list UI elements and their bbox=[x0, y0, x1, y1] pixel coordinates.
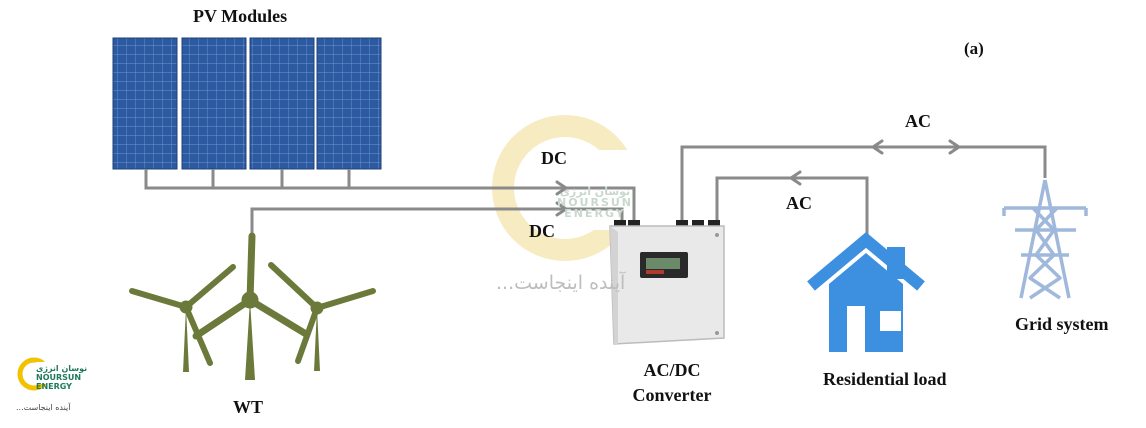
watermark-brand: نوسان انرژی NOURSUN ENERGY bbox=[556, 185, 634, 220]
ac-load-label: AC bbox=[786, 193, 812, 213]
ac-grid-label: AC bbox=[905, 111, 931, 131]
pv-panel-3 bbox=[249, 37, 315, 170]
pv-dc-wire bbox=[144, 169, 636, 222]
grid-ac-wire bbox=[680, 145, 1047, 222]
flow-arrows bbox=[555, 139, 961, 217]
grid-tower-icon bbox=[1002, 179, 1088, 300]
grid-system-label: Grid system bbox=[1015, 314, 1109, 334]
pv-panel-2 bbox=[181, 37, 247, 170]
dc-top-label: DC bbox=[541, 148, 567, 168]
dc-arrow-top bbox=[555, 180, 568, 196]
brand-logo-tagline: آینده اینجاست... bbox=[16, 403, 71, 412]
ac-arrow-load bbox=[789, 170, 802, 186]
wind-turbines bbox=[129, 232, 376, 380]
pv-modules-array bbox=[112, 37, 382, 170]
pv-modules-label: PV Modules bbox=[193, 6, 288, 26]
ac-dc-converter bbox=[609, 220, 725, 345]
brand-logo-mark bbox=[17, 357, 58, 391]
wt-label: WT bbox=[233, 397, 264, 417]
figure-label: (a) bbox=[964, 39, 984, 58]
ac-arrow-grid-right bbox=[948, 139, 961, 155]
pv-panel-1 bbox=[112, 37, 178, 170]
brand-logo-text: نوسان انرژی NOURSUN ENERGY bbox=[36, 364, 88, 391]
residential-load-label: Residential load bbox=[823, 369, 947, 389]
residential-house-icon bbox=[807, 232, 925, 352]
watermark-tagline: آینده اینجاست... bbox=[496, 272, 626, 294]
converter-label: AC/DC Converter bbox=[632, 360, 712, 405]
pv-panel-4 bbox=[316, 37, 382, 170]
ac-arrow-grid-left bbox=[871, 139, 884, 155]
dc-bottom-label: DC bbox=[529, 221, 555, 241]
dc-arrow-bottom bbox=[555, 201, 568, 217]
